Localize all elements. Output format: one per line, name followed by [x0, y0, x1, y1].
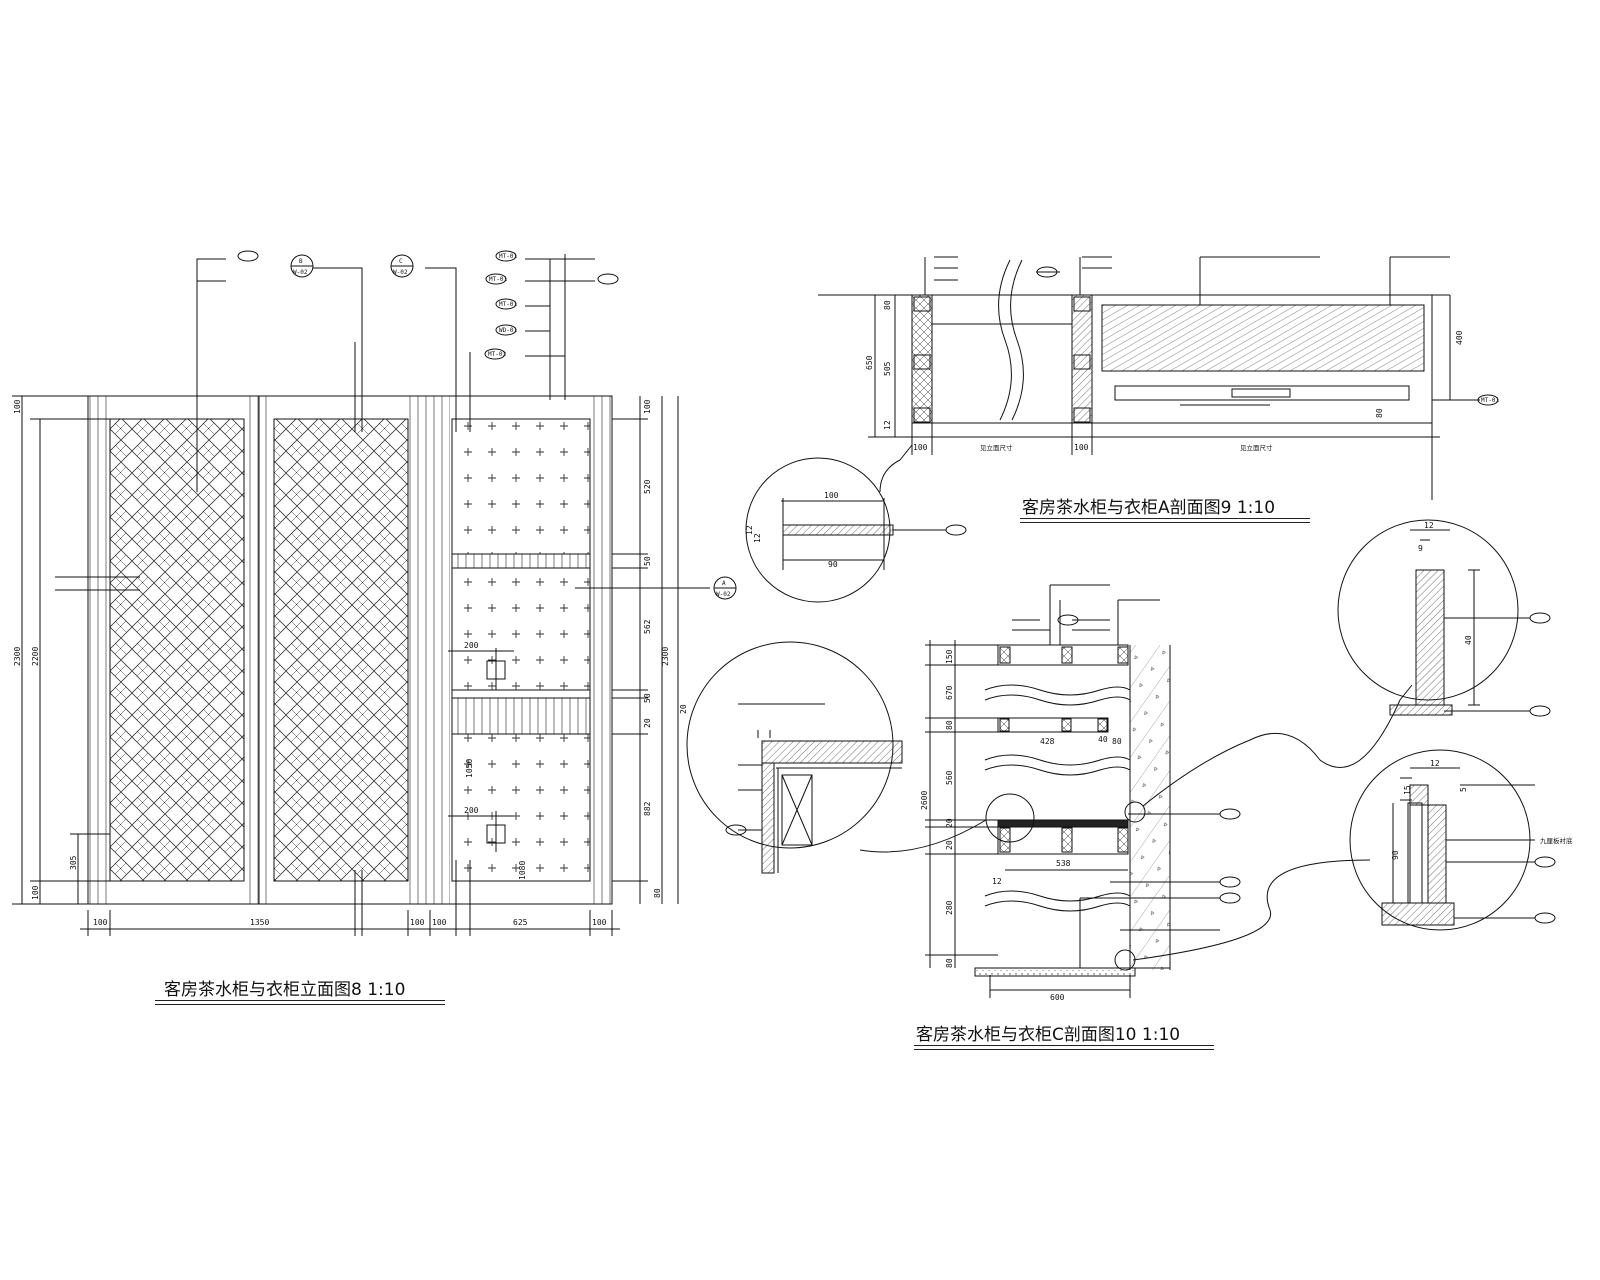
- section-10-dims: 150 670 80 560 20 20 280 80 2600 600 12 …: [920, 521, 1573, 1002]
- dim-text: 670: [945, 685, 954, 700]
- dim-text: 90: [828, 560, 838, 569]
- dim-text: 12: [883, 420, 892, 430]
- title-underline: [155, 1000, 445, 1001]
- dim-text: 200: [464, 641, 479, 650]
- dim-text: 882: [643, 801, 652, 816]
- section-bubble-bottom: W-02: [716, 591, 731, 598]
- dim-text: 12: [1424, 521, 1434, 530]
- section-9: [745, 256, 1499, 603]
- dim-text: 600: [1050, 993, 1065, 1002]
- dim-text: 2300: [661, 647, 670, 666]
- dim-text: 520: [643, 479, 652, 494]
- title-underline: [1020, 518, 1310, 519]
- dim-text: 80: [945, 958, 954, 968]
- dim-text: 505: [883, 361, 892, 376]
- dim-text: 538: [1056, 859, 1071, 868]
- dim-text: 2300: [13, 647, 22, 666]
- dim-text: 625: [513, 918, 528, 927]
- title-underline: [155, 1004, 445, 1005]
- dim-text: 100: [824, 491, 839, 500]
- dim-text: 90: [1391, 850, 1400, 860]
- dim-text: 100: [93, 918, 108, 927]
- title-underline: [1020, 522, 1310, 523]
- dim-text: 1080: [518, 861, 527, 880]
- dim-text: 12: [1430, 759, 1440, 768]
- dim-text: 100: [913, 443, 928, 452]
- dim-text: 562: [643, 619, 652, 634]
- dim-text: 650: [865, 355, 874, 370]
- dim-text: 80: [1112, 737, 1122, 746]
- tag-text: MT-03: [488, 351, 506, 358]
- dim-text: 见立面尺寸: [1240, 443, 1273, 452]
- elevation-8: [12, 250, 737, 936]
- dim-text: 80: [1375, 408, 1384, 418]
- dim-text: 200: [464, 806, 479, 815]
- tag-text: MT-01: [499, 253, 517, 260]
- dim-text: 100: [13, 399, 22, 414]
- dim-text: 5: [1459, 787, 1468, 792]
- tag-text: MT-01: [489, 276, 507, 283]
- note-text: 九厘板衬底: [1540, 836, 1573, 845]
- title-elevation-8: 客房茶水柜与衣柜立面图8 1:10: [164, 980, 406, 1000]
- section-bubble-bottom: W-02: [393, 269, 408, 276]
- dim-text: 40: [1464, 635, 1473, 645]
- elevation-8-dims: 100 1350 100 100 625 100 100 2300 2200 3…: [13, 253, 731, 927]
- dim-text: 1050: [465, 759, 474, 778]
- dim-text: 50: [643, 693, 652, 703]
- dim-text: 20: [945, 818, 954, 828]
- dim-text: 80: [883, 300, 892, 310]
- dim-text: 2200: [31, 647, 40, 666]
- dim-text: 80: [945, 720, 954, 730]
- dim-text: 80: [653, 888, 662, 898]
- dim-text: 20: [945, 840, 954, 850]
- section-bubble-top: B: [299, 258, 303, 265]
- dim-text: 2600: [920, 791, 929, 810]
- dim-text: 428: [1040, 737, 1055, 746]
- dim-text: 20: [643, 718, 652, 728]
- tag-text: MT-01: [499, 301, 517, 308]
- section-9-dims: 80 650 505 12 100 见立面尺寸 100 见立面尺寸 400 80…: [745, 300, 1499, 569]
- dim-text: 见立面尺寸: [980, 443, 1013, 452]
- dim-text: 400: [1455, 330, 1464, 345]
- dim-text: 12: [753, 533, 762, 543]
- dim-text: 150: [945, 649, 954, 664]
- title-section-9: 客房茶水柜与衣柜A剖面图9 1:10: [1022, 498, 1276, 518]
- dim-text: 15: [1403, 785, 1412, 795]
- tag-text: MT-01: [1481, 397, 1499, 404]
- dim-text: 100: [592, 918, 607, 927]
- dim-text: 1350: [250, 918, 269, 927]
- dim-text: 280: [945, 900, 954, 915]
- dim-text: 100: [432, 918, 447, 927]
- dim-text: 560: [945, 770, 954, 785]
- dim-text: 100: [643, 399, 652, 414]
- section-bubble-bottom: W-02: [293, 269, 308, 276]
- tag-text: WD-01: [499, 327, 517, 334]
- dim-text: 100: [410, 918, 425, 927]
- dim-text: 305: [69, 855, 78, 870]
- dim-text: 12: [992, 877, 1002, 886]
- dim-text: 50: [643, 556, 652, 566]
- title-underline: [914, 1045, 1214, 1046]
- section-bubble-top: A: [722, 580, 726, 587]
- section-bubble-top: C: [399, 258, 403, 265]
- section-10: [686, 519, 1556, 998]
- dim-text: 100: [31, 885, 40, 900]
- dim-text: 20: [679, 704, 688, 714]
- dim-text: 40: [1098, 735, 1108, 744]
- dim-text: 12: [745, 525, 754, 535]
- dim-text: 9: [1418, 544, 1423, 553]
- dim-text: 100: [1074, 443, 1089, 452]
- title-section-10: 客房茶水柜与衣柜C剖面图10 1:10: [916, 1025, 1181, 1045]
- title-underline: [914, 1049, 1214, 1050]
